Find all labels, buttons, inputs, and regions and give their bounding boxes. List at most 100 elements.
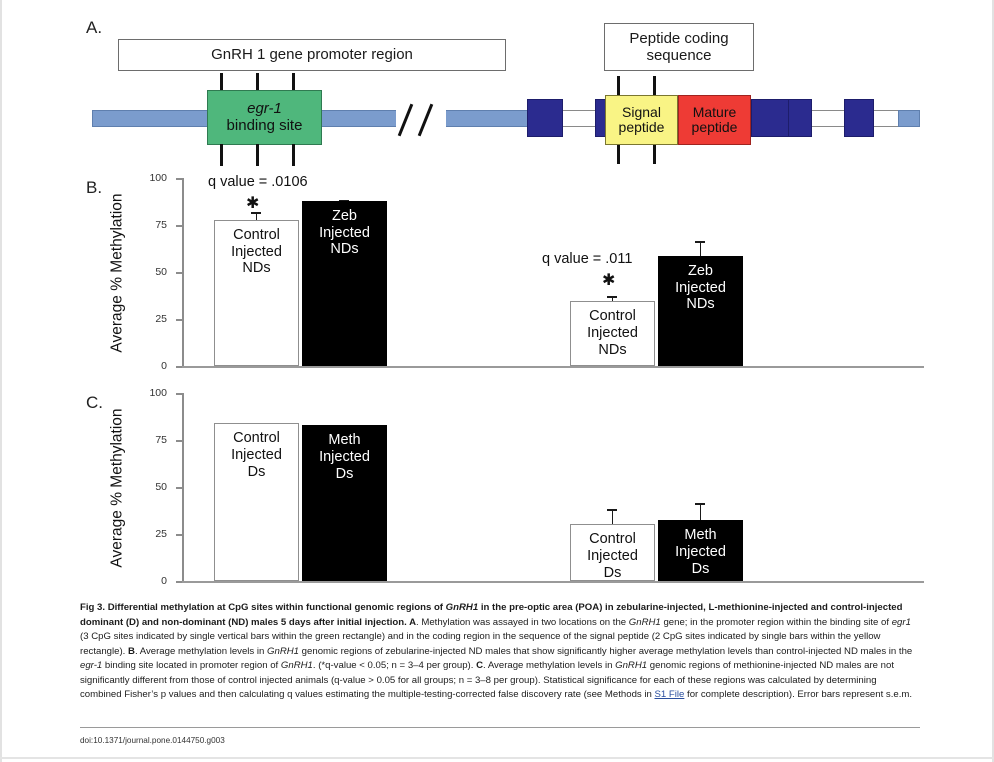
panel-b-bar4-line1: Zeb [688,262,713,279]
panel-c-y-axis [182,393,184,583]
panel-b-errorbar-4 [696,240,705,258]
panel-b-ytick-75: 75 [155,219,182,231]
panel-b-ytick-label-100: 100 [149,172,167,184]
caption-text-a3: (3 CpG sites indicated by single vertica… [80,631,881,657]
caption-text-a: . Methylation was assayed in two locatio… [416,616,629,628]
panel-a-label: A. [86,18,103,37]
cpg-tick-signal-1-lower [617,144,620,164]
promoter-region-callout: GnRH 1 gene promoter region [118,39,506,71]
intron-1 [563,110,595,127]
caption-text-b2: genomic regions of zebularine-injected N… [299,645,913,657]
panel-c-ytick-75: 75 [155,434,182,446]
panel-c-bar4-line3: Ds [691,560,710,577]
s1-file-link[interactable]: S1 File [654,689,685,701]
panel-c-chart: C. Average % Methylation 100 75 50 25 0 [0,383,994,601]
panel-b-ytick-25: 25 [155,313,182,325]
panel-c-ytick-25: 25 [155,528,182,540]
cpg-tick-promoter-1-lower [220,144,223,166]
doi-text: doi:10.1371/journal.pone.0144750.g003 [80,736,225,745]
panel-c-ytick-label-50: 50 [155,481,167,493]
panel-c-ytick-100: 100 [149,387,182,399]
panel-b-errorbar-1 [252,212,261,223]
panel-c-bar1-line1: Control [233,430,280,447]
caption-gene-1: GnRH1 [445,602,479,613]
panel-b-ytick-0: 0 [161,360,182,372]
promoter-region-callout-text: GnRH 1 gene promoter region [211,45,413,63]
panel-c-bar2-line3: Ds [335,465,354,482]
coding-callout-line1: Peptide coding [629,29,729,47]
panel-c-ytick-label-100: 100 [149,387,167,399]
caption-panel-c-marker: C [476,660,484,672]
panel-b-chart: B. Average % Methylation 100 75 50 25 0 [0,168,994,386]
panel-b-ytick-label-25: 25 [155,313,167,325]
egr1-binding-site-box: egr-1 binding site [207,90,322,145]
panel-b-ytick-label-0: 0 [161,360,167,372]
panel-b-bar-zeb-nd-promoter[interactable]: Zeb Injected NDs [302,200,387,366]
panel-c-bar-meth-d-signal[interactable]: Meth Injected Ds [658,520,743,581]
panel-b-bar2-line2: Injected [319,224,370,241]
caption-gene-3: GnRH1 [267,645,300,657]
panel-b-bar-zeb-nd-signal[interactable]: Zeb Injected NDs [658,255,743,366]
panel-b-bar-control-nd-signal[interactable]: Control Injected NDs [570,301,655,366]
panel-c-ytick-0: 0 [161,575,182,587]
page-left-rule [0,0,2,762]
panel-b-bar4-line2: Injected [675,279,726,296]
panel-c-bar1-line3: Ds [247,463,266,480]
panel-b-bar2-line3: NDs [330,241,359,258]
panel-c-bar1-line2: Injected [231,447,282,464]
caption-gene-2: GnRH1 [628,616,661,628]
panel-b-bar1-line2: Injected [231,243,282,260]
panel-c-bar2-line1: Meth [328,432,361,449]
egr1-box-gene-name: egr-1 [247,100,282,118]
panel-b-bar3-line3: NDs [598,342,627,359]
caption-egr1-b: egr-1 [80,660,103,672]
panel-b-significance-star-right: ✱ [602,272,616,289]
panel-c-errorbar-3 [608,508,617,526]
caption-text-c3: for complete description). Error bars re… [684,689,913,701]
panel-c-errorbar-4 [696,503,705,522]
panel-c-plot-area: 100 75 50 25 0 Control Injected Ds M [149,387,924,587]
panel-c-bar-meth-d-promoter[interactable]: Meth Injected Ds [302,425,387,581]
panel-b-y-axis [182,178,184,368]
panel-b-bar-control-nd-promoter[interactable]: Control Injected NDs [214,219,299,366]
panel-c-y-axis-title: Average % Methylation [109,408,126,568]
coding-callout-line2: sequence [646,47,712,64]
mature-peptide-line2: peptide [691,119,738,135]
panel-c-bar4-line2: Injected [675,544,726,561]
panel-b-y-axis-title: Average % Methylation [109,193,126,353]
panel-b-label: B. [86,178,103,197]
panel-b-bar2-line1: Zeb [332,207,357,224]
panel-c-bar3-line3: Ds [603,564,622,581]
panel-c-label: C. [86,393,103,412]
panel-b-bar1-line1: Control [233,226,280,243]
signal-peptide-line1: Signal [622,103,661,120]
mature-peptide-box: Mature peptide [678,95,751,145]
page-right-rule [992,0,994,762]
caption-bold-lead: Fig 3. Differential methylation at CpG s… [80,602,446,613]
panel-c-bar-control-d-signal[interactable]: Control Injected Ds [570,524,655,581]
caption-text-b: . Average methylation levels in [134,645,268,657]
panel-c-bar4-line1: Meth [684,527,717,544]
page-bottom-rule [0,757,994,759]
panel-c-bar2-line2: Injected [319,449,370,466]
panel-c-x-axis [182,581,924,583]
caption-panel-a-marker: A [409,616,416,628]
panel-c-bar-control-d-promoter[interactable]: Control Injected Ds [214,423,299,581]
cpg-tick-promoter-2-lower [256,144,259,166]
panel-b-ytick-100: 100 [149,172,182,184]
cpg-tick-promoter-3-lower [292,144,295,166]
caption-gene-5: GnRH1 [615,660,648,672]
panel-c-bar3-line1: Control [589,531,636,547]
caption-text-c: . Average methylation levels in [483,660,616,672]
panel-b-x-axis [182,366,924,368]
figure-caption: Fig 3. Differential methylation at CpG s… [80,601,920,703]
panel-b-qvalue-annotation-left: q value = .0106 [208,174,308,190]
panel-b-ytick-50: 50 [155,266,182,278]
panel-b-bar3-line2: Injected [587,325,638,342]
caption-divider [80,727,920,728]
caption-text-b4: . (*q-value < 0.05; n = 3–4 per group). [312,660,477,672]
caption-gene-4: GnRH1 [280,660,313,672]
egr1-box-sublabel: binding site [226,116,303,134]
panel-b-plot-area: 100 75 50 25 0 q value = .0106 ✱ Control… [149,172,924,372]
